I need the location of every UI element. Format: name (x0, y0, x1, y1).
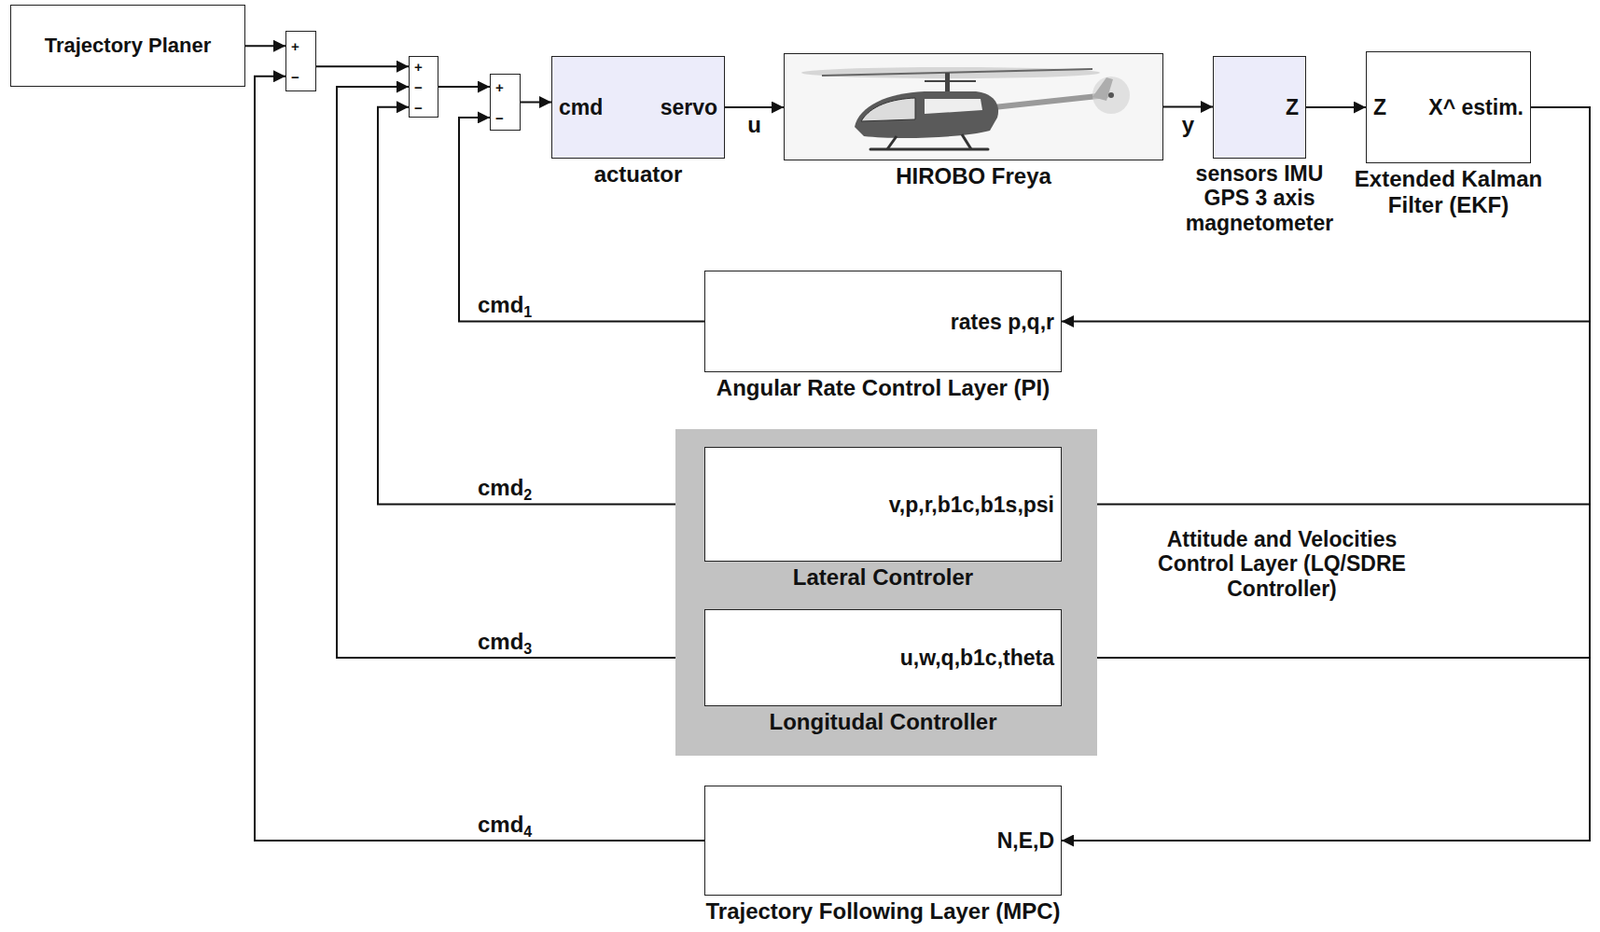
actuator-block: cmdservoactuator (551, 55, 725, 159)
tail-hub (1108, 92, 1114, 98)
flybar (924, 80, 976, 83)
skid-strut (961, 134, 972, 150)
summing-junction: + − − (408, 55, 439, 118)
tail-boom (985, 95, 1107, 109)
controller-block: rates p,q,rAngular Rate Control Layer (P… (704, 270, 1062, 373)
signal-line (1061, 107, 1590, 658)
port-label: rates p,q,r (950, 308, 1055, 334)
skid (870, 148, 988, 152)
signal-line (336, 86, 705, 658)
block-title: sensors IMU GPS 3 axis magnetometer (1185, 161, 1334, 236)
port-label: cmd (558, 95, 603, 120)
signal-line (724, 106, 784, 109)
tail-rotor (1092, 76, 1130, 114)
port-label: servo (660, 95, 718, 120)
summing-junction: +− (489, 73, 521, 131)
port-label: v,p,r,b1c,b1s,psi (889, 491, 1055, 516)
box-label: Trajectory Planer (44, 33, 212, 57)
signal-line (1306, 106, 1366, 109)
summing-junction: +− (285, 30, 317, 92)
rotor-mast (945, 72, 950, 94)
signal-line (1061, 107, 1590, 841)
port-label: N,E,D (997, 828, 1055, 853)
port-label: u,w,q,b1c,theta (900, 645, 1055, 670)
block-title: Trajectory Following Layer (MPC) (705, 898, 1060, 925)
signal-name: y (1182, 112, 1195, 138)
signal-line (316, 65, 409, 68)
controller-block: u,w,q,b1c,thetaLongitudal Controller (704, 609, 1062, 707)
sum-sign: + (495, 79, 504, 96)
sum-sign: − (414, 79, 423, 96)
signal-name: cmd3 (477, 629, 532, 654)
port-label: X^ estim. (1428, 95, 1524, 120)
signal-name: u (747, 112, 762, 138)
canopy (861, 97, 916, 122)
plant-block: HIROBO Freya (783, 53, 1164, 161)
sum-sign: − (291, 69, 300, 85)
sum-sign: + (291, 39, 300, 56)
fuselage (854, 91, 999, 139)
rotor-disc (801, 67, 1100, 79)
sensor-block: Zsensors IMU GPS 3 axis magnetometer (1212, 55, 1307, 159)
filter-block: ZX^ estim.Extended Kalman Filter (EKF) (1365, 51, 1531, 164)
signal-name: cmd1 (477, 292, 532, 318)
block-title: HIROBO Freya (895, 163, 1052, 190)
layer-band: Attitude and Velocities Control Layer (L… (675, 429, 1098, 756)
helicopter-illustration (784, 54, 1163, 160)
planner-block: Trajectory Planer (10, 4, 246, 87)
signal-line (520, 101, 552, 104)
controller-block: v,p,r,b1c,b1s,psiLateral Controler (704, 446, 1062, 562)
signal-name: cmd2 (477, 475, 532, 501)
block-title: Lateral Controler (793, 564, 974, 591)
signal-line (245, 44, 286, 47)
signal-line (438, 85, 490, 88)
block-title: Angular Rate Control Layer (PI) (716, 375, 1050, 402)
port-label: Z (1285, 95, 1299, 120)
controller-block: N,E,DTrajectory Following Layer (MPC) (704, 785, 1062, 896)
signal-line (254, 76, 705, 841)
signal-line (1061, 107, 1590, 505)
skid-strut (887, 136, 897, 150)
sum-sign: − (495, 110, 504, 126)
rotor-blade (821, 69, 1093, 76)
block-title: Longitudal Controller (769, 709, 998, 736)
signal-line (1163, 106, 1213, 109)
signal-name: cmd4 (477, 812, 532, 837)
sum-sign: − (414, 99, 423, 116)
block-title: actuator (594, 161, 683, 188)
block-title: Extended Kalman Filter (EKF) (1332, 166, 1566, 218)
sum-sign: + (414, 59, 423, 76)
layer-title: Attitude and Velocities Control Layer (L… (1132, 527, 1432, 601)
port-label: Z (1373, 95, 1387, 120)
body-stripe (924, 98, 983, 114)
photo-ground (784, 54, 1163, 160)
signal-line (377, 107, 705, 505)
